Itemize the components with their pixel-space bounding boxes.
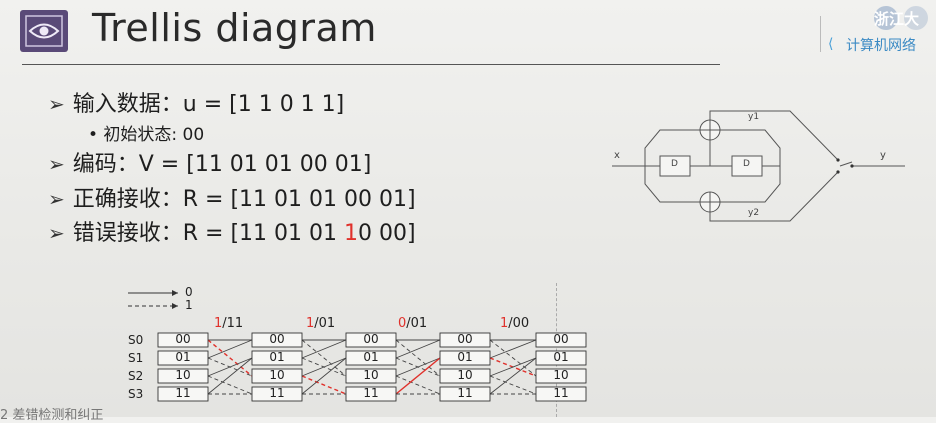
title-divider [22,64,720,65]
trellis-state-value: 10 [269,368,285,382]
transition-label-3: 0/01 [398,316,428,331]
delay-box-2: D [743,159,750,169]
trellis-branch [207,375,253,395]
bullet-correct-receive: ➢正确接收：R = [11 01 01 00 01] [48,187,416,212]
trellis-branch [395,357,441,377]
encoder-y2-label: y2 [748,208,760,218]
trellis-branch [395,357,441,395]
eye-icon [25,15,63,47]
brand-separator [820,16,821,52]
brand-badge-secondary [904,6,928,30]
trellis-state-value: 10 [553,368,569,382]
trellis-state-value: 11 [363,386,379,400]
state-label-s0: S0 [128,333,144,347]
bullet-arrow-icon: ➢ [48,187,65,211]
trellis-state-value: 01 [175,350,191,364]
sub-bullet-initial-state: • 初始状态: 00 [88,125,205,145]
footer-section-title: 2 差错检测和纠正 [0,408,104,423]
transition-label-1: 1/11 [214,316,244,331]
trellis-state-value: 11 [553,386,569,400]
trellis-branch [207,339,253,377]
trellis-branch [301,357,347,377]
transition-label-4: 1/00 [500,316,530,331]
encoder-output-label: y [880,150,886,161]
trellis-state-value: 01 [553,350,569,364]
bullet-encode: ➢编码：V = [11 01 01 00 01] [48,152,372,177]
trellis-state-value: 00 [175,332,191,346]
trellis-state-value: 10 [457,368,473,382]
trellis-branch [395,357,441,377]
state-label-s2: S2 [128,369,144,383]
trellis-branch [489,357,537,395]
trellis-branch [207,339,253,359]
trellis-branch [489,357,537,377]
delay-box-1: D [671,159,678,169]
trellis-branch [207,357,253,377]
trellis-state-value: 00 [363,332,379,346]
bullet-arrow-icon: ➢ [48,92,65,116]
bullet-arrow-icon: ➢ [48,152,65,176]
trellis-branch [301,375,347,395]
encoder-input-label: x [614,150,620,161]
state-label-s3: S3 [128,387,144,401]
brand-badge [874,6,898,30]
encoder-y1-label: y1 [748,112,760,122]
trellis-state-value: 10 [175,368,191,382]
trellis-state-value: 00 [457,332,473,346]
trellis-branch [395,339,441,377]
trellis-state-value: 00 [269,332,285,346]
trellis-state-value: 01 [457,350,473,364]
trellis-state-value: 01 [269,350,285,364]
trellis-branch [207,357,253,395]
slide-logo [20,10,68,52]
trellis-divider [556,283,557,417]
trellis-state-value: 10 [363,368,379,382]
bullet-error-receive: ➢错误接收：R = [11 01 01 10 00] [48,221,416,246]
trellis-branch [207,357,253,377]
trellis-branch [395,375,441,395]
legend-zero: 0 [185,285,193,299]
bullet-input: ➢输入数据：u = [1 1 0 1 1] [48,92,345,117]
trellis-branch [489,357,537,377]
trellis-state-value: 01 [363,350,379,364]
state-label-s1: S1 [128,351,144,365]
trellis-branch [301,357,347,377]
trellis-state-value: 11 [175,386,191,400]
page-title: Trellis diagram [92,6,377,50]
trellis-branch [301,339,347,359]
transition-label-2: 1/01 [306,316,336,331]
trellis-branch [489,339,537,359]
trellis-branch [301,339,347,377]
bullet-arrow-icon: ➢ [48,221,65,245]
trellis-state-value: 11 [269,386,285,400]
error-bit: 1 [344,221,359,246]
trellis-state-value: 00 [553,332,569,346]
trellis-branch [301,357,347,395]
trellis-state-value: 11 [457,386,473,400]
trellis-branch [489,375,537,395]
trellis-branch [395,339,441,359]
brand-icon: ⟨ [828,36,834,52]
trellis-branch [489,339,537,377]
legend-one: 1 [185,298,193,312]
brand-university: 浙江大 [874,10,920,28]
brand-department: 计算机网络 [846,38,916,54]
